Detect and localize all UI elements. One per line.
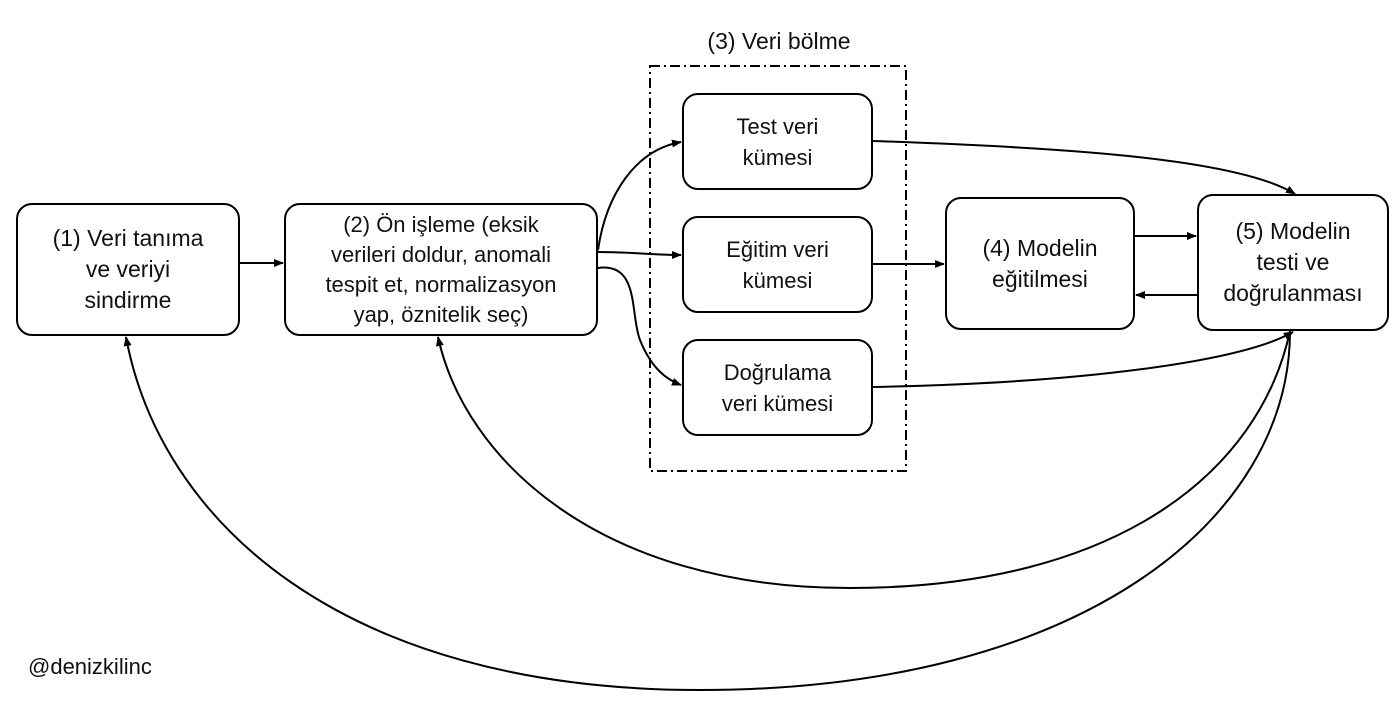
split-group-border bbox=[649, 65, 907, 472]
box-egitim-veri-label: Eğitim veri kümesi bbox=[726, 236, 829, 293]
box-dogrulama-veri: Doğrulama veri kümesi bbox=[682, 339, 873, 436]
arrow-onisleme-to-egitim bbox=[597, 250, 682, 259]
box-model-egitimi: (4) Modelin eğitilmesi bbox=[945, 197, 1135, 330]
box-egitim-veri: Eğitim veri kümesi bbox=[682, 216, 873, 313]
box-on-isleme: (2) Ön işleme (eksik verileri doldur, an… bbox=[284, 203, 598, 336]
arrow-modeltesti-to-tanima bbox=[123, 330, 1291, 692]
arrow-onisleme-to-dogrulama bbox=[597, 266, 682, 386]
arrow-test-to-modeltesti bbox=[872, 140, 1296, 195]
box-veri-tanima-label: (1) Veri tanıma ve veriyi sindirme bbox=[52, 225, 204, 313]
box-test-veri: Test veri kümesi bbox=[682, 93, 873, 190]
box-model-testi: (5) Modelin testi ve doğrulanması bbox=[1197, 194, 1389, 331]
box-model-testi-label: (5) Modelin testi ve doğrulanması bbox=[1223, 218, 1363, 306]
arrow-dogrulama-to-modeltesti bbox=[872, 331, 1294, 388]
split-group-title: (3) Veri bölme bbox=[707, 28, 851, 54]
box-veri-tanima: (1) Veri tanıma ve veriyi sindirme bbox=[16, 203, 240, 336]
box-dogrulama-veri-label: Doğrulama veri kümesi bbox=[721, 359, 834, 416]
box-model-egitimi-label: (4) Modelin eğitilmesi bbox=[982, 234, 1098, 292]
box-on-isleme-label: (2) Ön işleme (eksik verileri doldur, an… bbox=[325, 211, 557, 327]
box-test-veri-label: Test veri kümesi bbox=[736, 113, 819, 170]
author-watermark: @denizkilinc bbox=[28, 654, 152, 679]
arrow-onisleme-to-test bbox=[597, 139, 682, 251]
arrow-modeltesti-to-onisleme bbox=[436, 330, 1291, 590]
